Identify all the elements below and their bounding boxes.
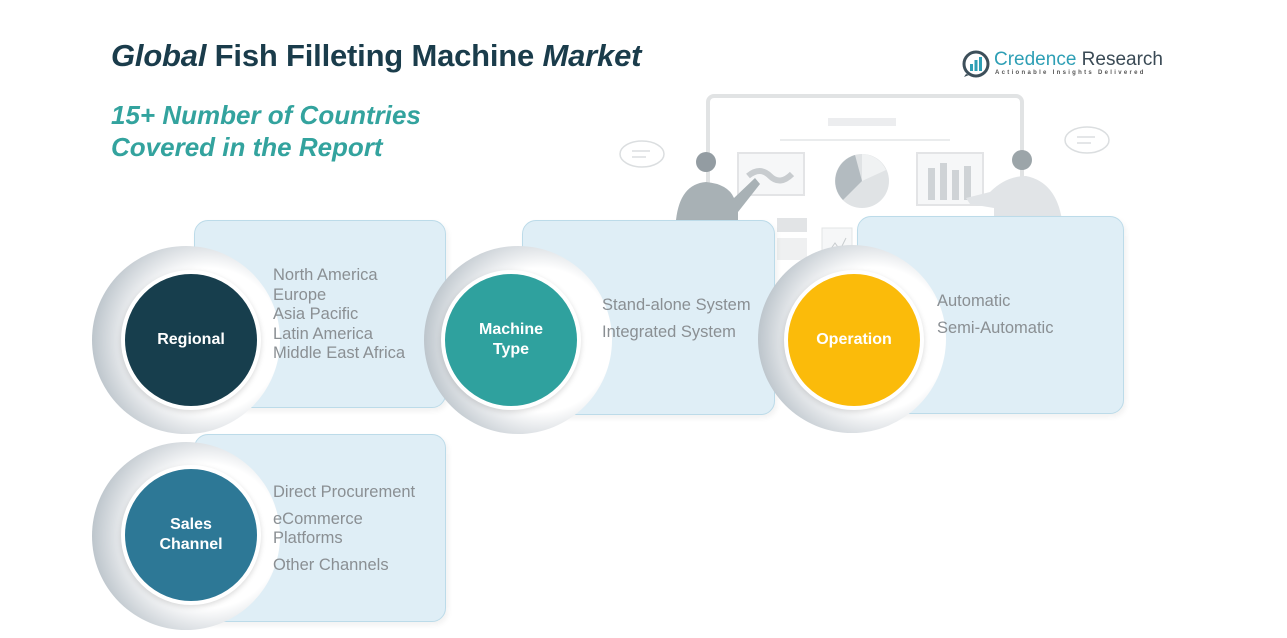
title-global: Global bbox=[111, 38, 207, 73]
sales-channel-circle: Sales Channel bbox=[121, 465, 261, 605]
regional-items: North America Europe Asia Pacific Latin … bbox=[273, 266, 405, 364]
subtitle-line-1: 15+ Number of Countries bbox=[111, 100, 421, 130]
regional-circle: Regional bbox=[121, 270, 261, 410]
logo-tagline: Actionable Insights Delivered bbox=[995, 70, 1146, 76]
machine-type-items: Stand-alone System Integrated System bbox=[602, 296, 751, 349]
logo-chart-icon bbox=[962, 50, 990, 78]
operation-circle: Operation bbox=[784, 270, 924, 410]
list-item: Integrated System bbox=[602, 322, 736, 341]
speech-bubble-right bbox=[1064, 126, 1110, 154]
sales-channel-label-2: Channel bbox=[159, 536, 223, 553]
machine-type-circle: Machine Type bbox=[441, 270, 581, 410]
title-market: Market bbox=[542, 38, 642, 73]
list-item: Asia Pacific bbox=[273, 305, 359, 323]
person-right bbox=[966, 150, 1062, 220]
machine-type-label-1: Machine bbox=[478, 321, 543, 338]
operation-label: Operation bbox=[816, 331, 892, 348]
subtitle-line-2: Covered in the Report bbox=[111, 132, 383, 162]
list-item: Europe bbox=[273, 285, 327, 304]
list-item: North America bbox=[273, 266, 378, 284]
countries-subtitle: 15+ Number of Countries Covered in the R… bbox=[111, 99, 421, 163]
credence-research-logo: Credence Research Actionable Insights De… bbox=[962, 48, 1163, 80]
sales-channel-label-1: Sales bbox=[170, 516, 212, 533]
list-item: eCommerce Platforms bbox=[273, 509, 363, 548]
operation-items: Automatic Semi-Automatic bbox=[937, 292, 1053, 345]
regional-label: Regional bbox=[157, 331, 225, 348]
list-item: Semi-Automatic bbox=[937, 318, 1054, 337]
page-title: Global Fish Filleting Machine Market bbox=[111, 38, 641, 74]
logo-name: Credence Research bbox=[994, 49, 1163, 70]
machine-type-label-2: Type bbox=[492, 341, 530, 358]
list-item: Direct Procurement bbox=[273, 483, 416, 501]
list-item: Automatic bbox=[937, 292, 1011, 310]
sales-channel-items: Direct Procurement eCommerce Platforms O… bbox=[273, 483, 415, 575]
list-item: Other Channels bbox=[273, 555, 389, 574]
speech-bubble-left bbox=[619, 140, 665, 168]
list-item: Middle East Africa bbox=[273, 344, 406, 362]
title-middle: Fish Filleting Machine bbox=[206, 38, 543, 73]
person-left bbox=[676, 152, 760, 220]
list-item: Stand-alone System bbox=[602, 296, 751, 314]
list-item: Latin America bbox=[273, 324, 373, 343]
